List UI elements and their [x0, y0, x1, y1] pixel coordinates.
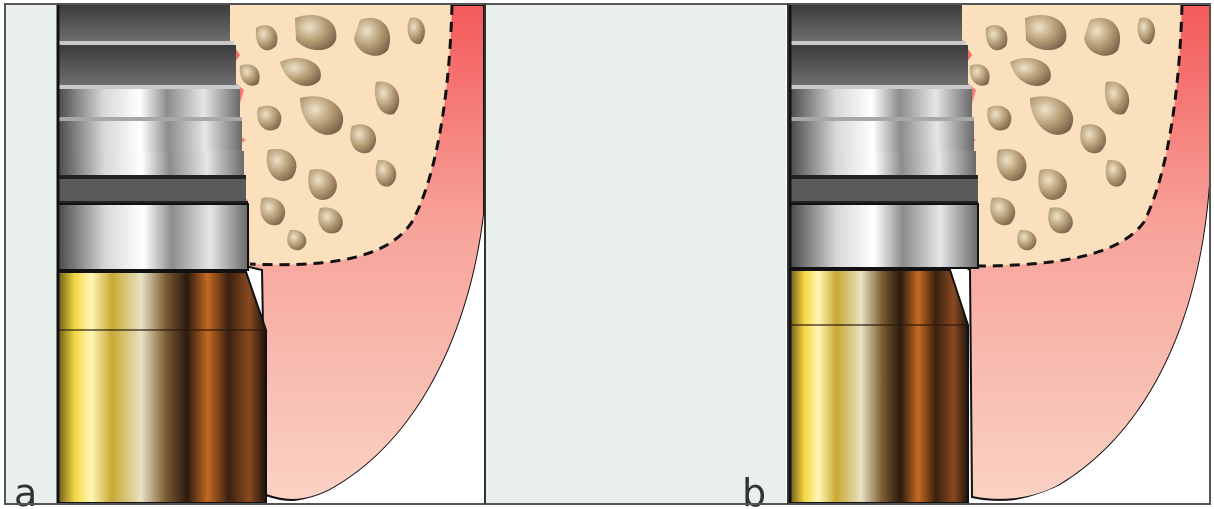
panel-b: b	[742, 5, 1210, 509]
panel-a: a	[6, 5, 484, 509]
background-strip-left	[6, 5, 58, 505]
implant-body	[58, 5, 248, 270]
middle-background	[486, 5, 786, 505]
abutment	[58, 272, 266, 503]
implant-body	[790, 5, 978, 268]
abutment	[790, 270, 968, 503]
